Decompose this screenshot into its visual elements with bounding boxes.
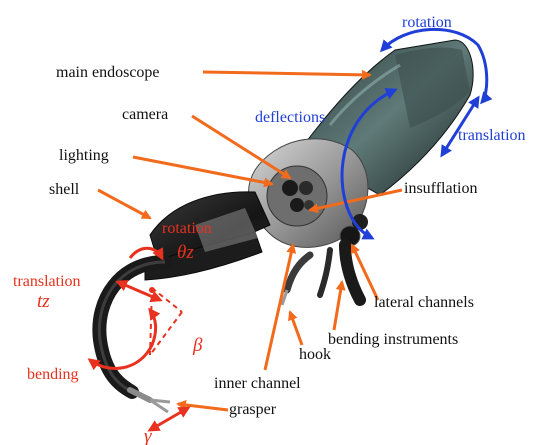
label-translation-main: translation bbox=[458, 127, 526, 144]
arrow-lighting bbox=[133, 157, 272, 184]
label-insufflation: insufflation bbox=[404, 180, 477, 197]
arrow-shell bbox=[98, 190, 150, 218]
bending-instruments bbox=[282, 245, 360, 305]
label-deflections: deflections bbox=[255, 109, 325, 126]
arrow-hook bbox=[290, 312, 302, 345]
arrow-inner-channel bbox=[265, 245, 293, 370]
pivot-point bbox=[149, 287, 155, 293]
label-gamma: γ bbox=[144, 426, 152, 445]
arrow-main-endoscope bbox=[203, 72, 370, 75]
label-lateral-channels: lateral channels bbox=[374, 294, 474, 311]
instrument-arm bbox=[99, 262, 170, 412]
label-lighting: lighting bbox=[59, 147, 109, 164]
label-theta-z: θz bbox=[177, 242, 194, 263]
label-main-endoscope: main endoscope bbox=[56, 64, 160, 81]
main-endoscope-body bbox=[249, 40, 474, 247]
label-inner-channel: inner channel bbox=[214, 375, 301, 392]
label-camera: camera bbox=[122, 106, 168, 123]
arrow-bending-instruments bbox=[334, 282, 342, 330]
label-translation-instrument: translation bbox=[13, 273, 81, 290]
label-bending-instruments: bending instruments bbox=[328, 331, 458, 348]
gamma-arrow bbox=[150, 408, 188, 430]
label-shell: shell bbox=[49, 181, 80, 198]
label-t-z: tz bbox=[37, 291, 50, 312]
label-bending: bending bbox=[27, 366, 79, 383]
label-rotation-instrument: rotation bbox=[162, 220, 212, 237]
label-grasper: grasper bbox=[229, 401, 277, 418]
label-hook: hook bbox=[299, 346, 331, 363]
label-beta: β bbox=[192, 335, 203, 356]
label-rotation-main: rotation bbox=[402, 14, 452, 31]
